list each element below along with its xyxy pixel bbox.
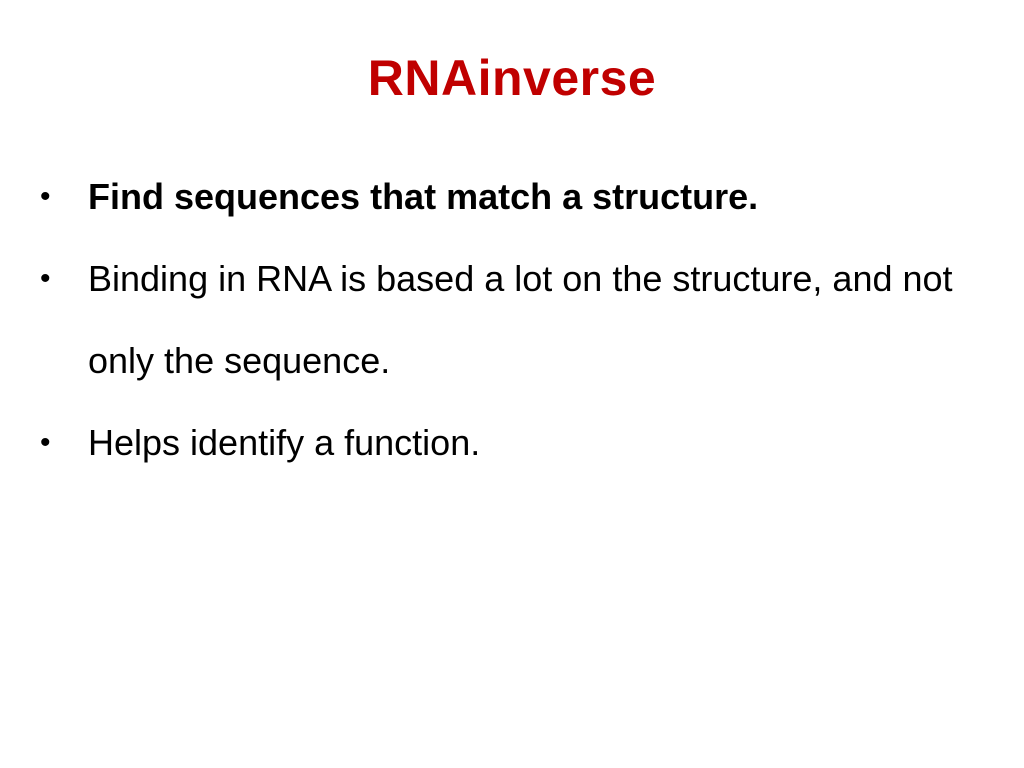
slide-title: RNAinverse	[367, 50, 657, 106]
bullet-text: Binding in RNA is based a lot on the str…	[88, 258, 953, 381]
bullet-list: • Find sequences that match a structure.…	[40, 156, 1000, 484]
bullet-item-binding-in-rna: • Binding in RNA is based a lot on the s…	[40, 238, 1000, 402]
bullet-dot-icon: •	[40, 426, 51, 459]
bullet-item-helps-identify: • Helps identify a function.	[40, 402, 1000, 484]
bullet-dot-icon: •	[40, 262, 51, 295]
bullet-text: Helps identify a function.	[88, 422, 481, 463]
bullet-dot-icon: •	[40, 180, 51, 213]
bullet-item-find-sequences: • Find sequences that match a structure.	[40, 156, 1000, 238]
bullet-text: Find sequences that match a structure.	[88, 176, 759, 217]
